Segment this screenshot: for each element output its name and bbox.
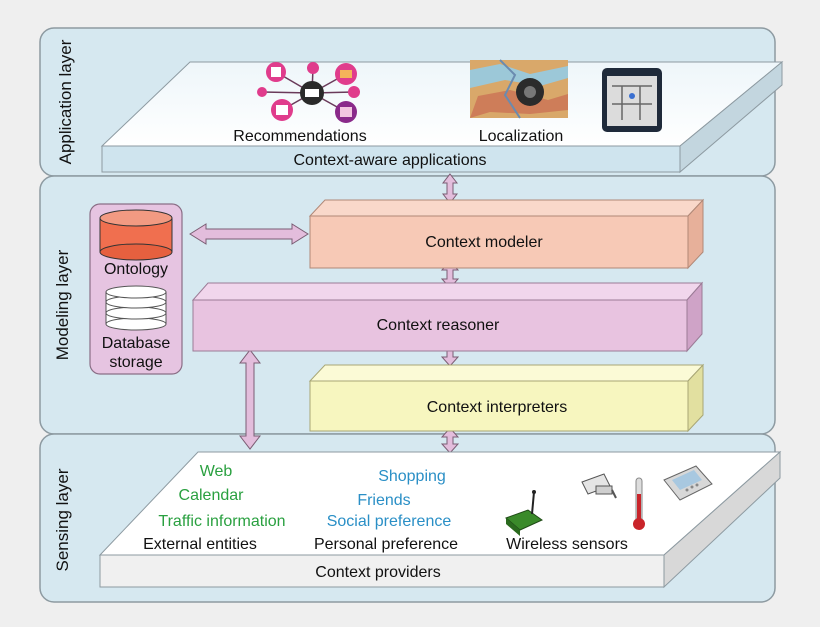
modeling-layer-label: Modeling layer bbox=[53, 249, 72, 360]
security-camera-icon bbox=[581, 473, 617, 499]
sensor-board-icon bbox=[505, 490, 543, 536]
external-item-traffic: Traffic information bbox=[158, 513, 285, 530]
sensing-platform: Context providers bbox=[98, 450, 782, 589]
external-item-web: Web bbox=[200, 463, 233, 480]
wireless-sensors-label: Wireless sensors bbox=[506, 536, 628, 553]
external-entities-label: External entities bbox=[143, 536, 257, 553]
thermometer-icon bbox=[633, 477, 645, 530]
context-interpreters-label: Context interpreters bbox=[427, 399, 568, 416]
context-reasoner-box: Context reasoner bbox=[191, 281, 704, 353]
application-platform: Context-aware applications bbox=[100, 60, 784, 174]
context-interpreters-box: Context interpreters bbox=[308, 363, 705, 433]
external-item-calendar: Calendar bbox=[179, 487, 245, 504]
database-stack bbox=[105, 285, 167, 331]
database-label-line2: storage bbox=[109, 354, 162, 371]
application-layer-label: Application layer bbox=[56, 39, 75, 164]
database-label-line1: Database bbox=[102, 335, 171, 352]
mobile-phone-icon bbox=[663, 465, 713, 501]
personal-item-friends: Friends bbox=[357, 492, 410, 509]
sensing-layer-label: Sensing layer bbox=[53, 468, 72, 571]
personal-item-shopping: Shopping bbox=[378, 468, 446, 485]
localization-label: Localization bbox=[479, 128, 564, 145]
recommendations-label: Recommendations bbox=[233, 128, 366, 145]
context-modeler-box: Context modeler bbox=[308, 198, 705, 270]
context-modeler-label: Context modeler bbox=[425, 234, 543, 251]
context-aware-applications-label: Context-aware applications bbox=[294, 152, 487, 169]
localization-map-icon bbox=[470, 59, 568, 119]
ontology-label: Ontology bbox=[104, 261, 168, 278]
recommendations-network-icon bbox=[257, 62, 360, 123]
arrow-reasoner-to-sensing bbox=[238, 349, 262, 450]
arrow-storage-to-modeler bbox=[189, 223, 309, 245]
smartphone-icon bbox=[602, 68, 662, 132]
context-providers-label: Context providers bbox=[315, 564, 440, 581]
personal-preference-label: Personal preference bbox=[314, 536, 458, 553]
personal-item-social: Social preference bbox=[327, 513, 452, 530]
context-reasoner-label: Context reasoner bbox=[377, 317, 500, 334]
ontology-cylinder bbox=[99, 209, 173, 261]
